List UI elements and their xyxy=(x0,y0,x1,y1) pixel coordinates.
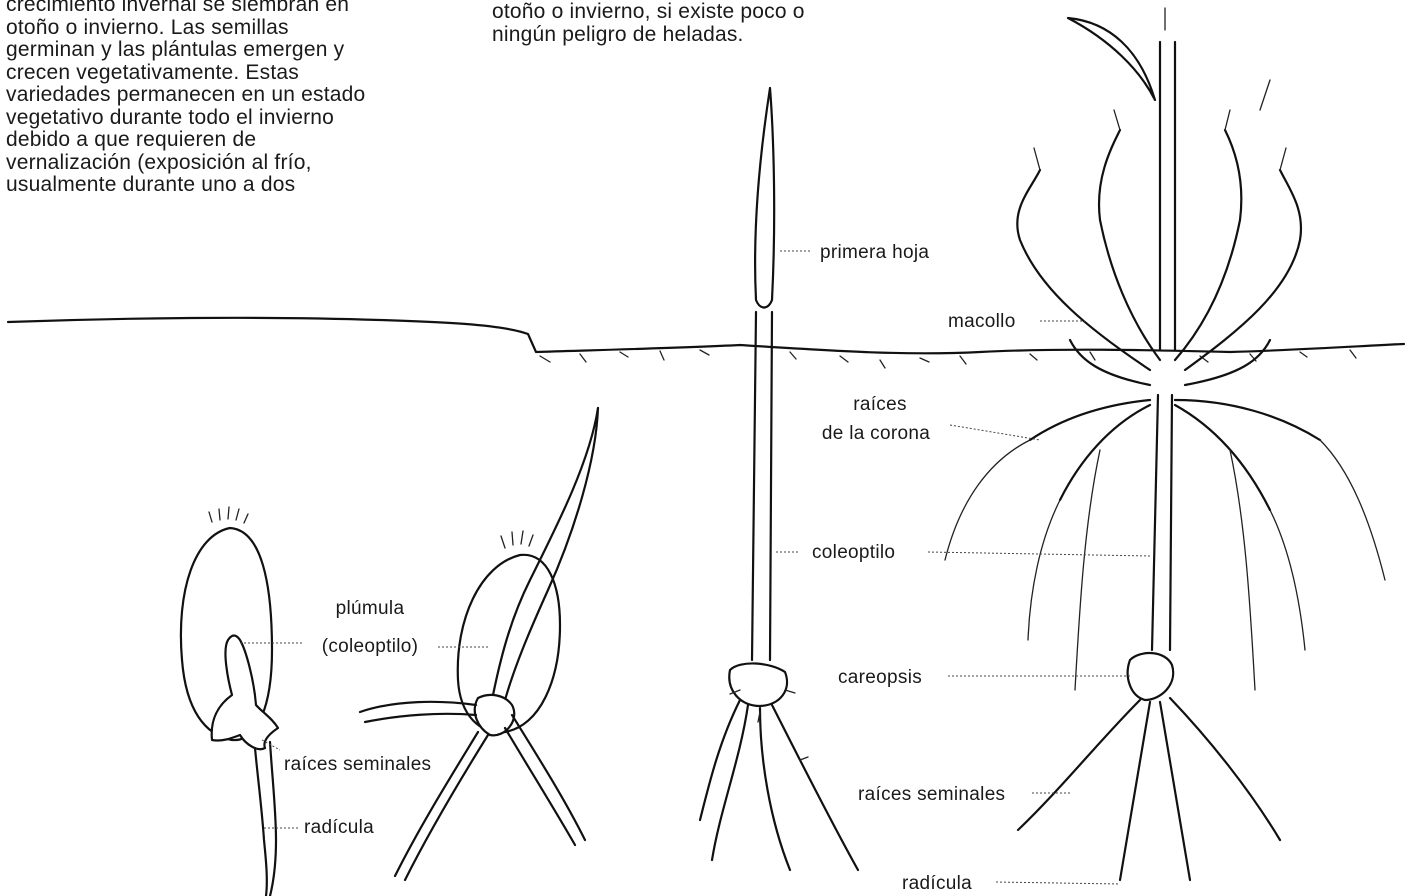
label-primera-hoja: primera hoja xyxy=(820,242,929,263)
soil-surface xyxy=(8,318,1404,368)
mature-plant-stage-4 xyxy=(945,8,1385,880)
label-raices-seminales-2: raíces seminales xyxy=(858,784,1005,805)
label-macollo: macollo xyxy=(948,311,1016,332)
label-coleoptilo-paren: (coleoptilo) xyxy=(322,636,419,657)
seed-stage-1 xyxy=(181,507,278,896)
label-raices-corona-2: de la corona xyxy=(822,423,930,444)
label-radicula-2: radícula xyxy=(902,873,972,894)
label-plumula: plúmula xyxy=(336,598,405,619)
label-radicula-1: radícula xyxy=(304,817,374,838)
label-raices-seminales-1: raíces seminales xyxy=(284,754,431,775)
label-raices-corona-1: raíces xyxy=(853,394,907,415)
label-coleoptilo: coleoptilo xyxy=(812,542,895,563)
label-careopsis: careopsis xyxy=(838,667,922,688)
diagram-labels: plúmula (coleoptilo) raíces seminales ra… xyxy=(284,242,1016,894)
seedling-stage-3 xyxy=(700,88,858,870)
